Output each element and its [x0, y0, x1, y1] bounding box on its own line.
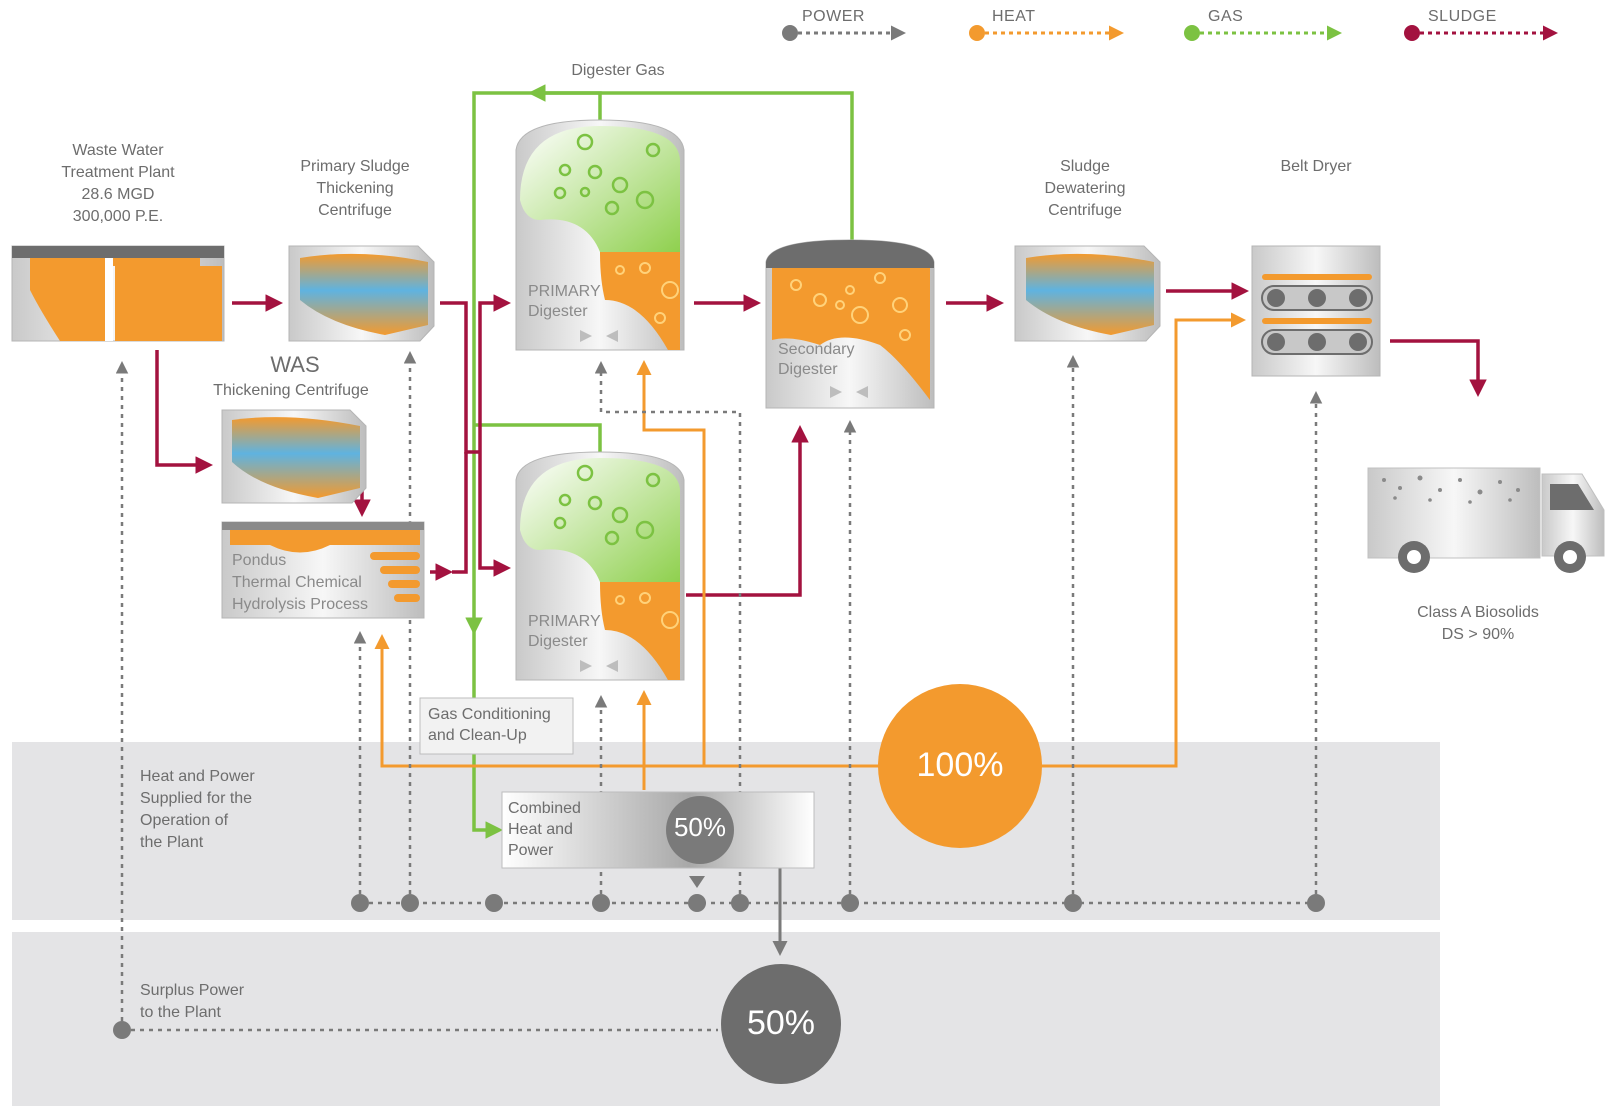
- biosolids-label: Class A Biosolids DS > 90%: [1417, 604, 1539, 643]
- power-node: [841, 894, 859, 912]
- heat-pct: 100%: [916, 746, 1004, 784]
- dewatering-centrifuge: [1014, 245, 1161, 342]
- primary-thickening-centrifuge: [288, 245, 435, 342]
- sludge-pondus-up: [452, 452, 468, 574]
- pondus-unit: [221, 521, 425, 619]
- truck-icon: [1367, 467, 1605, 573]
- legend-power-label: POWER: [802, 8, 865, 25]
- chp-label: Combined Heat and Power: [508, 800, 581, 859]
- gas-flows: [465, 84, 854, 839]
- was-title: WAS: [270, 352, 320, 377]
- power-node: [113, 1021, 131, 1039]
- power-node: [731, 894, 749, 912]
- sludge-thick-out: [440, 301, 480, 454]
- secondary-digester-label: Secondary Digester: [778, 341, 855, 378]
- belt-dryer: [1251, 245, 1381, 377]
- digester-gas-label: Digester Gas: [571, 62, 665, 79]
- heat-to-pd1: [636, 360, 706, 766]
- legend-power-dot: [782, 25, 798, 41]
- sludge-dryer-out: [1390, 339, 1487, 397]
- surplus-pct: 50%: [746, 1004, 816, 1042]
- chp-unit: [501, 791, 815, 869]
- was-centrifuge: [221, 409, 367, 504]
- power-nodes: [113, 829, 1325, 1039]
- chp-pct: 50%: [673, 812, 727, 842]
- legend-gas-label: GAS: [1208, 8, 1244, 25]
- legend-gas-dot: [1184, 25, 1200, 41]
- chp-pct-circle: [666, 796, 734, 864]
- power-node: [688, 894, 706, 912]
- primary-digester-2-label: PRIMARY Digester: [528, 613, 601, 650]
- sludge-to-pd2: [478, 452, 511, 577]
- secondary-digester: [765, 239, 935, 409]
- heat-to-dryer: [1040, 312, 1246, 768]
- primary-digester-1: [515, 119, 685, 351]
- heat-main: [374, 634, 880, 768]
- heat-pct-circle: [878, 684, 1042, 848]
- heat-flows: [374, 312, 1246, 790]
- legend-heat-dot: [969, 25, 985, 41]
- primary-digester-1-label: PRIMARY Digester: [528, 283, 601, 320]
- primary-digester-2: [515, 451, 685, 681]
- sludge-wwtp-to-was: [155, 350, 213, 474]
- sludge-pd2-to-sec: [686, 425, 809, 597]
- chp-down-arrow: [689, 876, 705, 888]
- power-node: [485, 894, 503, 912]
- power-node: [351, 894, 369, 912]
- sludge-to-pd1: [478, 294, 511, 452]
- wwtp-label: Waste Water Treatment Plant 28.6 MGD 300…: [61, 142, 175, 225]
- legend-sludge-dot: [1404, 25, 1420, 41]
- gas-line-to-chp: [472, 628, 503, 839]
- was-subtitle: Thickening Centrifuge: [213, 382, 369, 399]
- power-node: [1064, 894, 1082, 912]
- gas-line-mid: [474, 423, 602, 452]
- band-surplus-label: Surplus Power to the Plant: [140, 982, 245, 1021]
- primary-thickening-label: Primary Sludge Thickening Centrifuge: [300, 158, 410, 219]
- belt-dryer-label: Belt Dryer: [1280, 158, 1352, 175]
- surplus-pct-circle: [721, 964, 841, 1084]
- band-operation-label: Heat and Power Supplied for the Operatio…: [140, 768, 255, 851]
- power-node: [401, 894, 419, 912]
- gas-line-secondary-top: [720, 91, 854, 240]
- gas-conditioning-label: Gas Conditioning and Clean-Up: [428, 706, 551, 744]
- legend-sludge-label: SLUDGE: [1428, 8, 1497, 25]
- gas-conditioning-box: [419, 697, 574, 755]
- power-node: [1307, 894, 1325, 912]
- pondus-label: Pondus Thermal Chemical Hydrolysis Proce…: [232, 552, 369, 613]
- power-to-pd1: [594, 361, 742, 903]
- wwtp-tank: [11, 245, 225, 342]
- dewatering-label: Sludge Dewatering Centrifuge: [1044, 158, 1126, 219]
- legend-heat-label: HEAT: [992, 8, 1036, 25]
- legend: [782, 25, 1558, 41]
- power-node: [592, 894, 610, 912]
